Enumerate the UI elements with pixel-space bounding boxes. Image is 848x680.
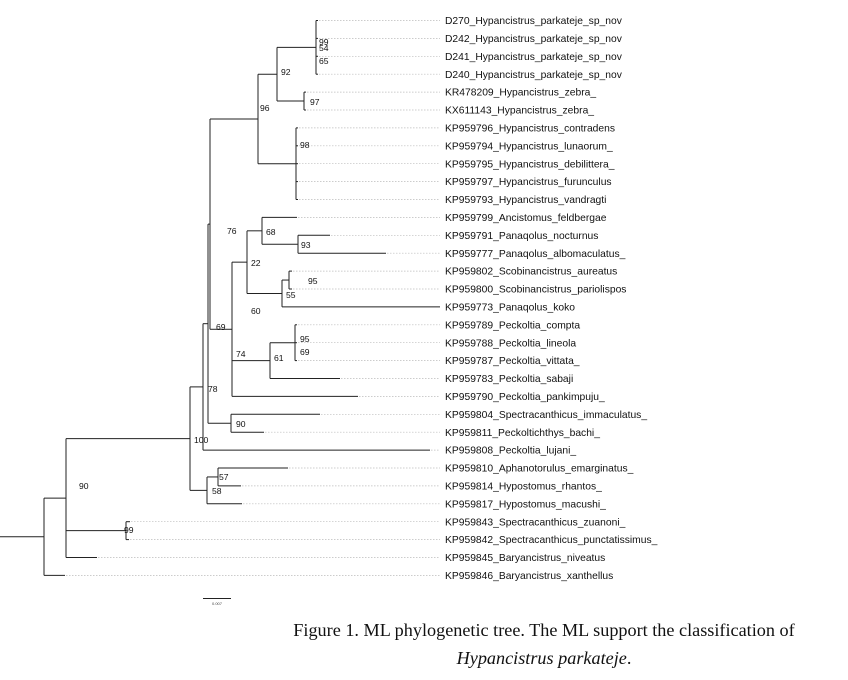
tip-label: KP959773_Panaqolus_koko xyxy=(445,303,575,314)
tip-label: KP959789_Peckoltia_compta xyxy=(445,320,580,331)
tip-label: D240_Hypancistrus_parkateje_sp_nov xyxy=(445,70,623,81)
support-value: 69 xyxy=(300,347,310,357)
tip-label: KR478209_Hypancistrus_zebra_ xyxy=(445,88,596,99)
tip-label: KP959797_Hypancistrus_furunculus xyxy=(445,177,612,188)
tip-label: D242_Hypancistrus_parkateje_sp_nov xyxy=(445,34,623,45)
tip-label: KP959810_Aphanotorulus_emarginatus_ xyxy=(445,464,634,475)
support-value: 60 xyxy=(251,306,261,316)
tip-label: KX611143_Hypancistrus_zebra_ xyxy=(445,106,594,117)
tip-label: KP959817_Hypostomus_macushi_ xyxy=(445,499,606,510)
support-value: 95 xyxy=(308,276,318,286)
tip-label: KP959791_Panaqolus_nocturnus xyxy=(445,231,598,242)
support-value: 99 xyxy=(319,37,329,47)
tip-label: KP959799_Ancistomus_feldbergae xyxy=(445,213,607,224)
tip-label: KP959846_Baryancistrus_xanthellus xyxy=(445,571,613,582)
support-value: 76 xyxy=(227,226,237,236)
caption-period: . xyxy=(626,648,632,668)
tip-label: KP959794_Hypancistrus_lunaorum_ xyxy=(445,141,613,152)
support-value: 55 xyxy=(286,290,296,300)
support-value: 92 xyxy=(281,67,291,77)
support-value: 100 xyxy=(194,435,209,445)
tip-label: KP959777_Panaqolus_albomaculatus_ xyxy=(445,249,626,260)
phylogenetic-tree: D270_Hypancistrus_parkateje_sp_novD242_H… xyxy=(0,16,658,606)
support-value: 65 xyxy=(319,56,329,66)
tip-label: KP959843_Spectracanthicus_zuanoni_ xyxy=(445,517,626,528)
support-value: 93 xyxy=(301,240,311,250)
tip-label: KP959793_Hypancistrus_vandragti xyxy=(445,195,606,206)
support-value: 99 xyxy=(124,525,134,535)
support-value: 54 xyxy=(319,43,329,53)
tip-guide-lines xyxy=(66,20,440,576)
support-value: 57 xyxy=(219,472,229,482)
tip-label: D241_Hypancistrus_parkateje_sp_nov xyxy=(445,52,623,63)
support-value: 69 xyxy=(216,322,226,332)
tip-label: KP959790_Peckoltia_pankimpuju_ xyxy=(445,392,605,403)
species-name: Hypancistrus parkateje xyxy=(456,648,627,668)
tip-label: KP959845_Baryancistrus_niveatus xyxy=(445,553,605,564)
support-value: 90 xyxy=(236,419,246,429)
support-value: 96 xyxy=(260,103,270,113)
support-value: 58 xyxy=(212,486,222,496)
tip-label: KP959796_Hypancistrus_contradens xyxy=(445,124,615,135)
figure-caption-line-2: Hypancistrus parkateje. xyxy=(250,644,838,672)
support-value: 61 xyxy=(274,353,284,363)
tip-label: D270_Hypancistrus_parkateje_sp_nov xyxy=(445,16,623,27)
scale-bar: 0.007 xyxy=(203,598,231,606)
figure-caption-line-1: Figure 1. ML phylogenetic tree. The ML s… xyxy=(293,620,795,640)
tip-label: KP959787_Peckoltia_vittata_ xyxy=(445,356,580,367)
tip-label: KP959800_Scobinancistrus_pariolispos xyxy=(445,285,626,296)
tip-labels: D270_Hypancistrus_parkateje_sp_novD242_H… xyxy=(445,16,658,582)
support-value: 97 xyxy=(310,97,320,107)
tip-label: KP959842_Spectracanthicus_punctatissimus… xyxy=(445,535,658,546)
tip-label: KP959808_Peckoltia_lujani_ xyxy=(445,446,576,457)
support-value: 22 xyxy=(251,258,261,268)
support-value: 68 xyxy=(266,227,276,237)
support-value: 98 xyxy=(300,140,310,150)
tip-label: KP959814_Hypostomus_rhantos_ xyxy=(445,482,602,493)
support-value: 78 xyxy=(208,384,218,394)
support-value: 90 xyxy=(79,481,89,491)
support-value: 95 xyxy=(300,334,310,344)
tip-label: KP959804_Spectracanthicus_immaculatus_ xyxy=(445,410,647,421)
support-value: 74 xyxy=(236,349,246,359)
scale-bar-label: 0.007 xyxy=(212,601,223,606)
tip-label: KP959811_Peckoltichthys_bachi_ xyxy=(445,428,600,439)
tip-label: KP959802_Scobinancistrus_aureatus xyxy=(445,267,617,278)
tip-label: KP959783_Peckoltia_sabaji xyxy=(445,374,573,385)
tip-label: KP959795_Hypancistrus_debilittera_ xyxy=(445,159,615,170)
tip-label: KP959788_Peckoltia_lineola xyxy=(445,338,576,349)
tree-branches xyxy=(0,20,440,576)
